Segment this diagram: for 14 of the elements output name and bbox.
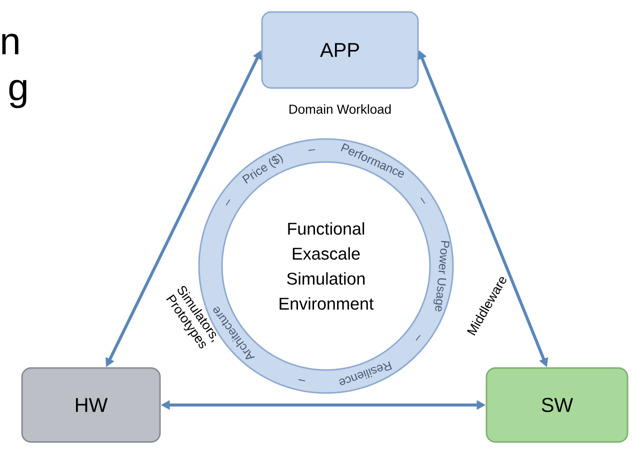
ring-label: – (308, 149, 316, 151)
ring-label: Power Usage (433, 240, 450, 312)
ring-label: – (416, 335, 420, 341)
caption-text: Domain Workload (290, 104, 391, 114)
center-text: Functional Exascale Simulation Environment (280, 222, 374, 310)
partial-text: g (9, 80, 26, 108)
ring-label: – (298, 379, 306, 382)
process-box: APP (261, 11, 419, 89)
process-box: HW (21, 367, 161, 443)
process-box: SW (486, 367, 628, 443)
partial-text: n (2, 34, 18, 54)
ring-label: – (226, 199, 230, 206)
ring-label: Price ($) (242, 154, 283, 184)
ring-label: – (420, 198, 426, 204)
